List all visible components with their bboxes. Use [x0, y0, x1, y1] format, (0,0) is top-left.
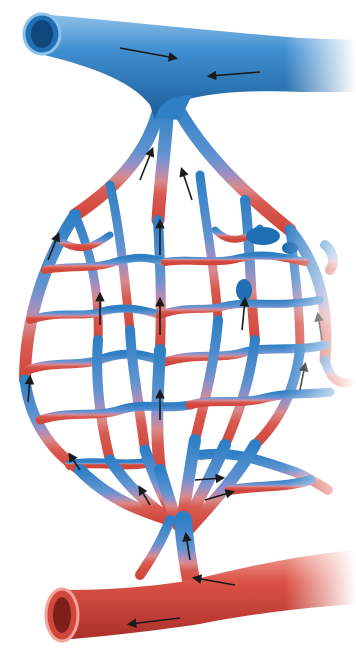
edge-fade: [0, 0, 356, 649]
capillary-bed-diagram: [0, 0, 356, 649]
